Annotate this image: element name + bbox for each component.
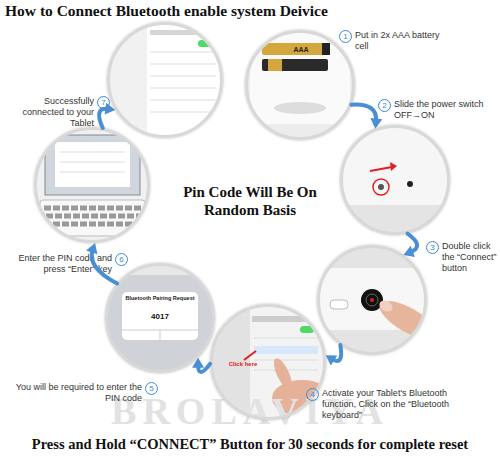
step-text: Put in 2x AAA battery cell	[355, 30, 448, 52]
flow-arrow	[351, 104, 382, 128]
step-circle: 5You will be required to enter the PIN c…	[105, 263, 215, 373]
arrow-line	[332, 345, 342, 361]
arrow-head	[192, 358, 204, 368]
step-number: 1	[339, 30, 352, 43]
arrow-head	[370, 118, 382, 129]
step-label: 1Put in 2x AAA battery cell	[336, 30, 448, 52]
step-text: Successfully connected to your Tablet	[3, 96, 94, 129]
step-text: You will be required to enter the PIN co…	[11, 382, 142, 404]
step-number: 3	[426, 241, 439, 254]
dialog-title: Bluetooth Pairing Request	[124, 295, 196, 302]
diagram-title: How to Connect Bluetooth enable system D…	[5, 2, 328, 20]
step-number: 7	[97, 96, 110, 109]
flow-arrow	[403, 234, 417, 257]
step-label: 3Double click the “Connect” button	[423, 241, 500, 274]
battery-print: AAA	[286, 45, 316, 54]
step-label: 4Activate your Tablet's Bluetooth functi…	[303, 388, 483, 421]
battery-photo	[240, 25, 360, 145]
flow-arrow	[99, 103, 115, 128]
arrow-line	[351, 104, 376, 121]
step-number: 4	[306, 388, 319, 401]
pin-number: 4017	[140, 312, 180, 322]
connected-photo	[107, 22, 223, 138]
step-circle: 1Put in 2x AAA battery cell	[245, 30, 355, 140]
step-number: 2	[378, 99, 391, 112]
arrow-head	[105, 103, 116, 115]
pin-dialog-photo	[105, 263, 215, 373]
switch-photo	[340, 125, 450, 235]
step-label: 7Successfully connected to your Tablet	[3, 96, 113, 129]
step-number: 6	[115, 253, 128, 266]
arrow-head	[326, 355, 338, 365]
step-circle: 3Double click the “Connect” button	[317, 245, 427, 355]
step-circle: 7Successfully connected to your Tablet	[107, 22, 223, 138]
arrow-line	[408, 234, 418, 253]
arrow-line	[92, 250, 117, 284]
step-circle: 4Activate your Tablet's Bluetooth functi…	[210, 304, 326, 420]
step-label: 6Enter the PIN code and press “Enter” ke…	[3, 253, 131, 275]
center-note: Pin Code Will Be On Random Basis	[168, 183, 332, 219]
arrow-line	[198, 364, 210, 372]
step-text: Activate your Tablet's Bluetooth functio…	[322, 388, 483, 421]
connect-button-photo	[317, 245, 442, 355]
step-number: 5	[145, 382, 158, 395]
step-label: 2Slide the power switch OFF→ON	[375, 99, 500, 121]
step-circle: 6Enter the PIN code and press “Enter” ke…	[34, 127, 150, 243]
flow-arrow	[192, 358, 210, 372]
arrow-head	[403, 246, 414, 257]
flow-arrow	[326, 345, 342, 366]
step-text: Double click the “Connect” button	[442, 241, 500, 274]
arrow-head	[86, 243, 97, 254]
click-hint: Click here	[226, 361, 260, 368]
arrow-line	[99, 109, 108, 128]
flow-arrow	[86, 243, 117, 284]
reset-caption: Press and Hold “CONNECT” Button for 30 s…	[0, 435, 500, 453]
step-text: Enter the PIN code and press “Enter” key	[3, 253, 112, 275]
keyboard-photo	[34, 127, 150, 243]
step-label: 5You will be required to enter the PIN c…	[11, 382, 161, 404]
step-text: Slide the power switch OFF→ON	[394, 99, 500, 121]
step-circle: 2Slide the power switch OFF→ON	[340, 125, 450, 235]
